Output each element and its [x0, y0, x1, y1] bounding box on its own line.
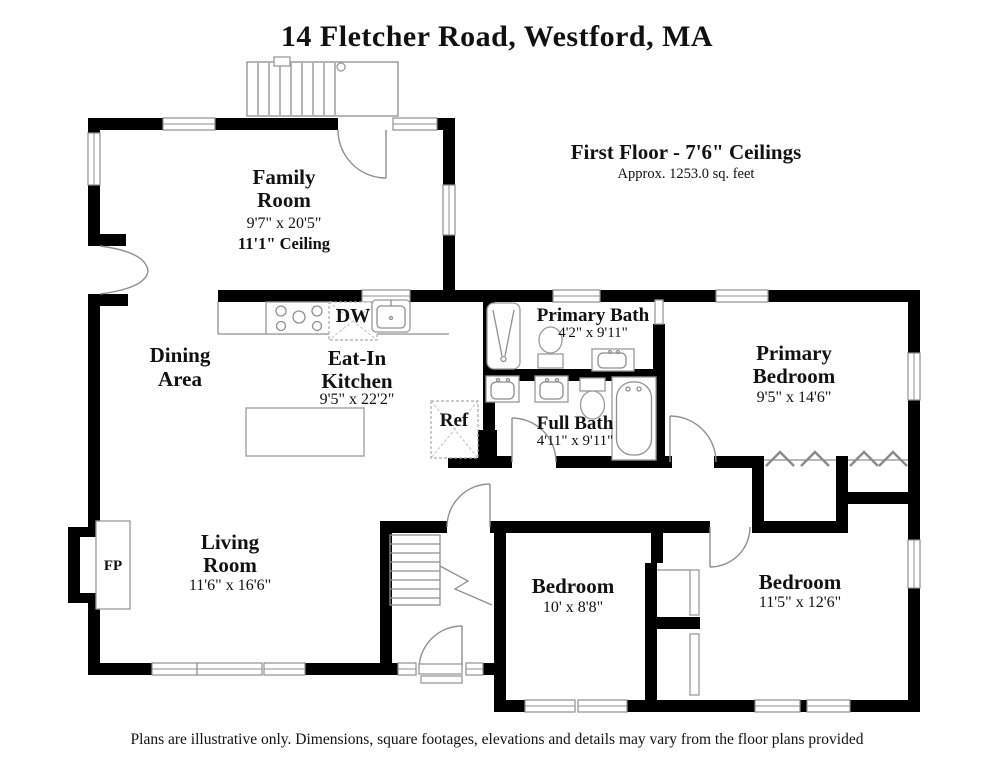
svg-text:Dining: Dining — [150, 343, 211, 367]
shower-icon — [486, 302, 521, 370]
window — [754, 699, 801, 713]
page-title: 14 Fletcher Road, Westford, MA — [280, 20, 714, 53]
primary-bedroom-door-swing — [669, 415, 717, 463]
primary-bath-door-panel — [654, 299, 664, 325]
svg-text:11'1" Ceiling: 11'1" Ceiling — [238, 234, 331, 253]
window — [907, 539, 921, 589]
svg-text:Living: Living — [201, 530, 260, 554]
window — [806, 699, 851, 713]
kitchen-fixtures — [217, 299, 479, 459]
svg-text:11'6" x 16'6": 11'6" x 16'6" — [189, 577, 271, 594]
window — [392, 117, 438, 131]
dishwasher-label: DW — [336, 305, 370, 327]
kitchen-sink-icon — [371, 299, 411, 333]
windows — [87, 117, 921, 713]
stair-break-line — [439, 565, 493, 606]
dishwasher-icon — [328, 301, 378, 341]
window — [87, 132, 101, 186]
kitchen-island — [245, 407, 365, 457]
svg-text:Family: Family — [253, 165, 316, 189]
disclaimer: Plans are illustrative only. Dimensions,… — [130, 731, 864, 748]
svg-text:Eat-In: Eat-In — [328, 346, 387, 370]
vanity-sink-icon — [591, 348, 635, 372]
bath-fixtures — [485, 302, 657, 461]
svg-text:Primary: Primary — [756, 341, 832, 365]
refrigerator-icon — [430, 400, 479, 459]
svg-text:9'7" x 20'5": 9'7" x 20'5" — [247, 215, 322, 232]
svg-text:Room: Room — [203, 553, 257, 577]
closet-chevrons — [765, 450, 908, 467]
primary-bath-label: Primary Bath 4'2" x 9'11" — [537, 305, 650, 341]
svg-text:9'5" x 14'6": 9'5" x 14'6" — [757, 389, 832, 406]
window — [162, 117, 216, 131]
room-labels: Family Room 9'7" x 20'5" 11'1" Ceiling D… — [150, 165, 842, 616]
doors — [99, 129, 751, 684]
bathtub-icon — [611, 376, 657, 461]
floor-name: First Floor - 7'6" Ceilings — [570, 140, 802, 164]
bedroom-2-label: Bedroom 11'5" x 12'6" — [759, 570, 842, 611]
fireplace-label: FP — [104, 558, 122, 574]
svg-text:Bedroom: Bedroom — [753, 364, 836, 388]
svg-text:Bedroom: Bedroom — [759, 570, 842, 594]
bedroom-1-label: Bedroom 10' x 8'8" — [532, 574, 615, 616]
bedroom-2-door-swing — [709, 526, 751, 568]
refrigerator-label: Ref — [440, 410, 469, 431]
svg-text:4'11" x 9'11": 4'11" x 9'11" — [537, 433, 614, 449]
stove-icon — [265, 301, 333, 335]
window — [577, 699, 628, 713]
walls — [68, 118, 920, 712]
svg-text:Room: Room — [257, 188, 311, 212]
window — [263, 662, 306, 676]
svg-text:Area: Area — [158, 367, 202, 391]
svg-text:11'5" x 12'6": 11'5" x 12'6" — [759, 594, 841, 611]
svg-text:10' x 8'8": 10' x 8'8" — [543, 599, 603, 616]
svg-text:Full Bath: Full Bath — [537, 413, 614, 434]
closet-door-panel — [689, 633, 700, 696]
fireplace: FP — [95, 520, 131, 610]
window — [907, 352, 921, 401]
toilet-icon — [537, 326, 564, 369]
svg-text:Kitchen: Kitchen — [321, 369, 392, 393]
sidelight-window — [465, 662, 484, 676]
closets — [657, 450, 908, 696]
side-entry-door-swing — [418, 625, 463, 684]
double-doors — [99, 245, 149, 295]
vanity-sink-icon — [534, 375, 569, 403]
interior-stairs — [389, 534, 493, 606]
stair-hall-door-swing — [446, 483, 491, 528]
full-bath-label: Full Bath 4'11" x 9'11" — [537, 413, 614, 449]
closet-door-panel — [689, 569, 700, 616]
living-room-label: Living Room 11'6" x 16'6" — [189, 530, 271, 594]
svg-text:Primary Bath: Primary Bath — [537, 305, 650, 326]
window — [442, 184, 456, 236]
floor-area-note: Approx. 1253.0 sq. feet — [617, 166, 755, 182]
svg-text:4'2" x 9'11": 4'2" x 9'11" — [558, 325, 628, 341]
vanity-sink-icon — [485, 375, 520, 403]
kitchen-label: Eat-In Kitchen 9'5" x 22'2" — [320, 346, 395, 408]
sidelight-window — [397, 662, 417, 676]
window — [715, 289, 769, 303]
svg-text:Bedroom: Bedroom — [532, 574, 615, 598]
floor-heading: First Floor - 7'6" Ceilings Approx. 1253… — [480, 140, 892, 183]
family-room-label: Family Room 9'7" x 20'5" 11'1" Ceiling — [238, 165, 331, 253]
dining-area-label: Dining Area — [150, 343, 211, 391]
window — [196, 662, 263, 676]
svg-text:9'5" x 22'2": 9'5" x 22'2" — [320, 391, 395, 408]
primary-bedroom-label: Primary Bedroom 9'5" x 14'6" — [753, 341, 836, 406]
full-bath-door-swing — [511, 417, 557, 463]
front-door-swing — [337, 129, 387, 179]
exterior-stairs — [246, 56, 399, 117]
window — [151, 662, 198, 676]
window — [524, 699, 576, 713]
window — [552, 289, 601, 303]
toilet-icon — [579, 377, 606, 420]
